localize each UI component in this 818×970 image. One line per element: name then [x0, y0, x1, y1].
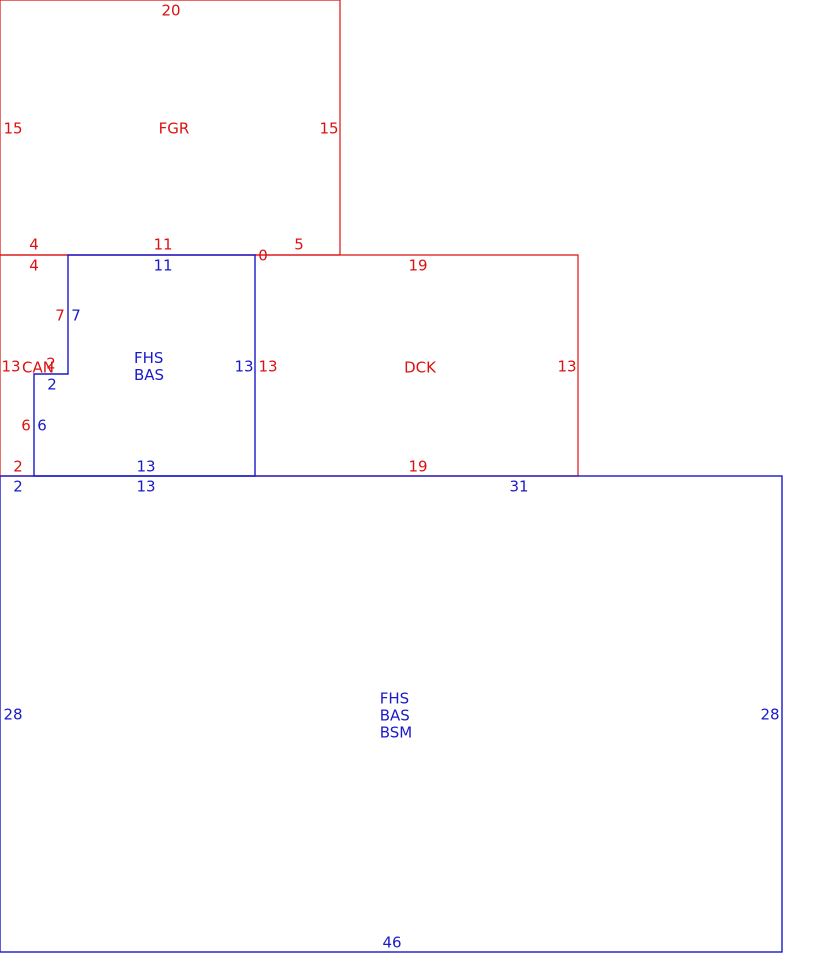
- canopy-area-code: CAN: [22, 358, 54, 377]
- main-house-bottom-dimension: 46: [382, 933, 402, 952]
- canopy-left-dimension: 13: [1, 357, 21, 376]
- canopy-top-dimension: 4: [29, 256, 39, 275]
- garage-bottom-left-dimension: 4: [29, 235, 39, 254]
- garage-left-dimension: 15: [3, 119, 23, 138]
- main-house-outline: [0, 475, 783, 953]
- main-house-area-label: FHS BAS BSM: [379, 689, 413, 742]
- canopy-area-label: CAN: [22, 358, 54, 377]
- garage-bottom-mid-dimension: 11: [153, 235, 173, 254]
- deck-corner-dimension: 0: [258, 246, 268, 265]
- canopy-bottom-dimension: 2: [13, 457, 23, 476]
- upper-house-area-label: FHS BAS: [134, 350, 164, 384]
- upper-house-step-dimension: 7: [71, 306, 81, 325]
- canopy-lower-step-dimension: 6: [21, 416, 31, 435]
- upper-house-right-dimension: 13: [234, 357, 254, 376]
- upper-house-area-code-1: FHS: [133, 349, 164, 367]
- garage-area-label: FGR: [158, 119, 190, 138]
- main-house-area-code-2: BAS: [379, 706, 410, 725]
- deck-top-dimension: 19: [408, 256, 428, 275]
- garage-right-dimension: 15: [319, 119, 339, 138]
- garage-outline: [0, 0, 341, 255]
- deck-area-label: DCK: [404, 358, 436, 377]
- main-house-top-left-dimension: 2: [13, 477, 23, 496]
- upper-house-top-dimension: 11: [153, 256, 173, 275]
- deck-bottom-dimension: 19: [408, 457, 428, 476]
- deck-area-code: DCK: [404, 358, 436, 377]
- deck-left-dimension: 13: [258, 357, 278, 376]
- upper-house-bottom-dimension: 13: [136, 457, 156, 476]
- upper-house-lower-step-dimension: 6: [37, 416, 47, 435]
- garage-area-code: FGR: [158, 119, 190, 138]
- main-house-top-right-dimension: 31: [509, 477, 529, 496]
- garage-top-dimension: 20: [161, 1, 181, 20]
- main-house-right-dimension: 28: [760, 705, 780, 724]
- deck-right-dimension: 13: [557, 357, 577, 376]
- main-house-area-code-1: FHS: [379, 689, 410, 708]
- upper-house-area-code-2: BAS: [133, 366, 165, 384]
- garage-bottom-right-dimension: 5: [294, 235, 304, 254]
- main-house-left-dimension: 28: [3, 705, 23, 724]
- main-house-top-mid-dimension: 13: [136, 477, 156, 496]
- upper-house-notch-dimension: 2: [47, 375, 57, 394]
- main-house-area-code-3: BSM: [379, 723, 413, 742]
- canopy-notch-dimension: 2: [46, 354, 56, 373]
- canopy-upper-step-dimension: 7: [55, 306, 65, 325]
